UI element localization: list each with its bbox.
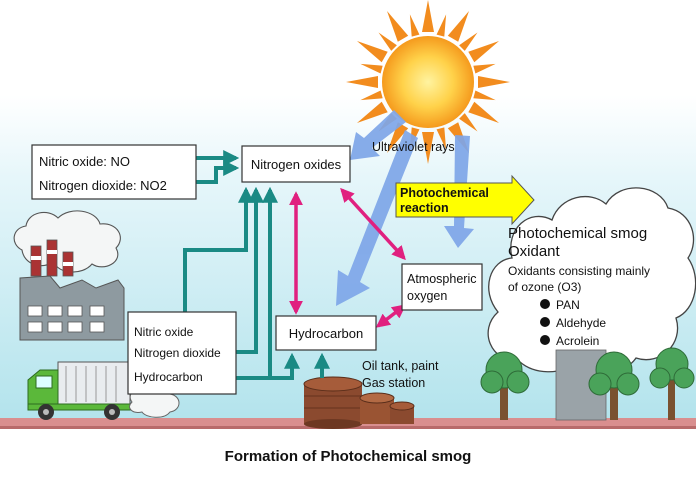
smog-title1: Photochemical smog [508,225,647,242]
vehicle-emissions-line1: Nitric oxide [134,325,194,339]
teal-arrows [183,150,330,380]
hydrocarbon-box: Hydrocarbon [275,315,377,351]
atmospheric-oxygen-line2: oxygen [407,289,447,303]
bullet-icon [540,299,550,309]
nitrogen-oxides-box: Nitrogen oxides [241,145,351,183]
factory-icon [19,239,125,341]
nitrogen-oxides-label: Nitrogen oxides [251,157,342,172]
oil-tank-line1: Oil tank, paint [362,359,439,373]
oil-tank-line2: Gas station [362,376,425,390]
truck-icon [27,361,133,420]
bullet-icon [540,317,550,327]
smog-text: Photochemical smog Oxidant Oxidants cons… [508,225,650,348]
smog-item-aldehyde: Aldehyde [556,316,606,330]
photochemical-reaction-line2: reaction [400,201,449,215]
figure-caption: Formation of Photochemical smog [224,448,472,465]
bullet-icon [540,335,550,345]
atmospheric-oxygen-line1: Atmospheric [407,272,476,286]
smog-desc2: of ozone (O3) [508,280,581,294]
vehicle-emissions-line3: Hydrocarbon [134,370,203,384]
nitric-oxide-line2: Nitrogen dioxide: NO2 [39,178,167,193]
smog-item-pan: PAN [556,298,580,312]
vehicle-emissions-line2: Nitrogen dioxide [134,346,221,360]
hydrocarbon-label: Hydrocarbon [289,326,363,341]
oil-tank-icon [303,376,415,429]
photochemical-reaction-box: Photochemical reaction [395,174,535,226]
photochemical-reaction-line1: Photochemical [400,186,489,200]
smog-title2: Oxidant [508,243,561,260]
smog-diagram: Nitric oxide: NO Nitrogen dioxide: NO2 N… [0,0,696,429]
smog-item-acrolein: Acrolein [556,334,599,348]
smog-desc1: Oxidants consisting mainly [508,264,650,278]
nitric-oxide-box: Nitric oxide: NO Nitrogen dioxide: NO2 [31,144,197,200]
atmospheric-oxygen-box: Atmospheric oxygen [401,263,483,311]
nitric-oxide-line1: Nitric oxide: NO [39,154,130,169]
trees-icon [480,347,695,421]
vehicle-emissions-box: Nitric oxide Nitrogen dioxide Hydrocarbo… [127,311,237,395]
ultraviolet-rays-label: Ultraviolet rays [372,140,455,154]
magenta-arrows [289,187,407,328]
